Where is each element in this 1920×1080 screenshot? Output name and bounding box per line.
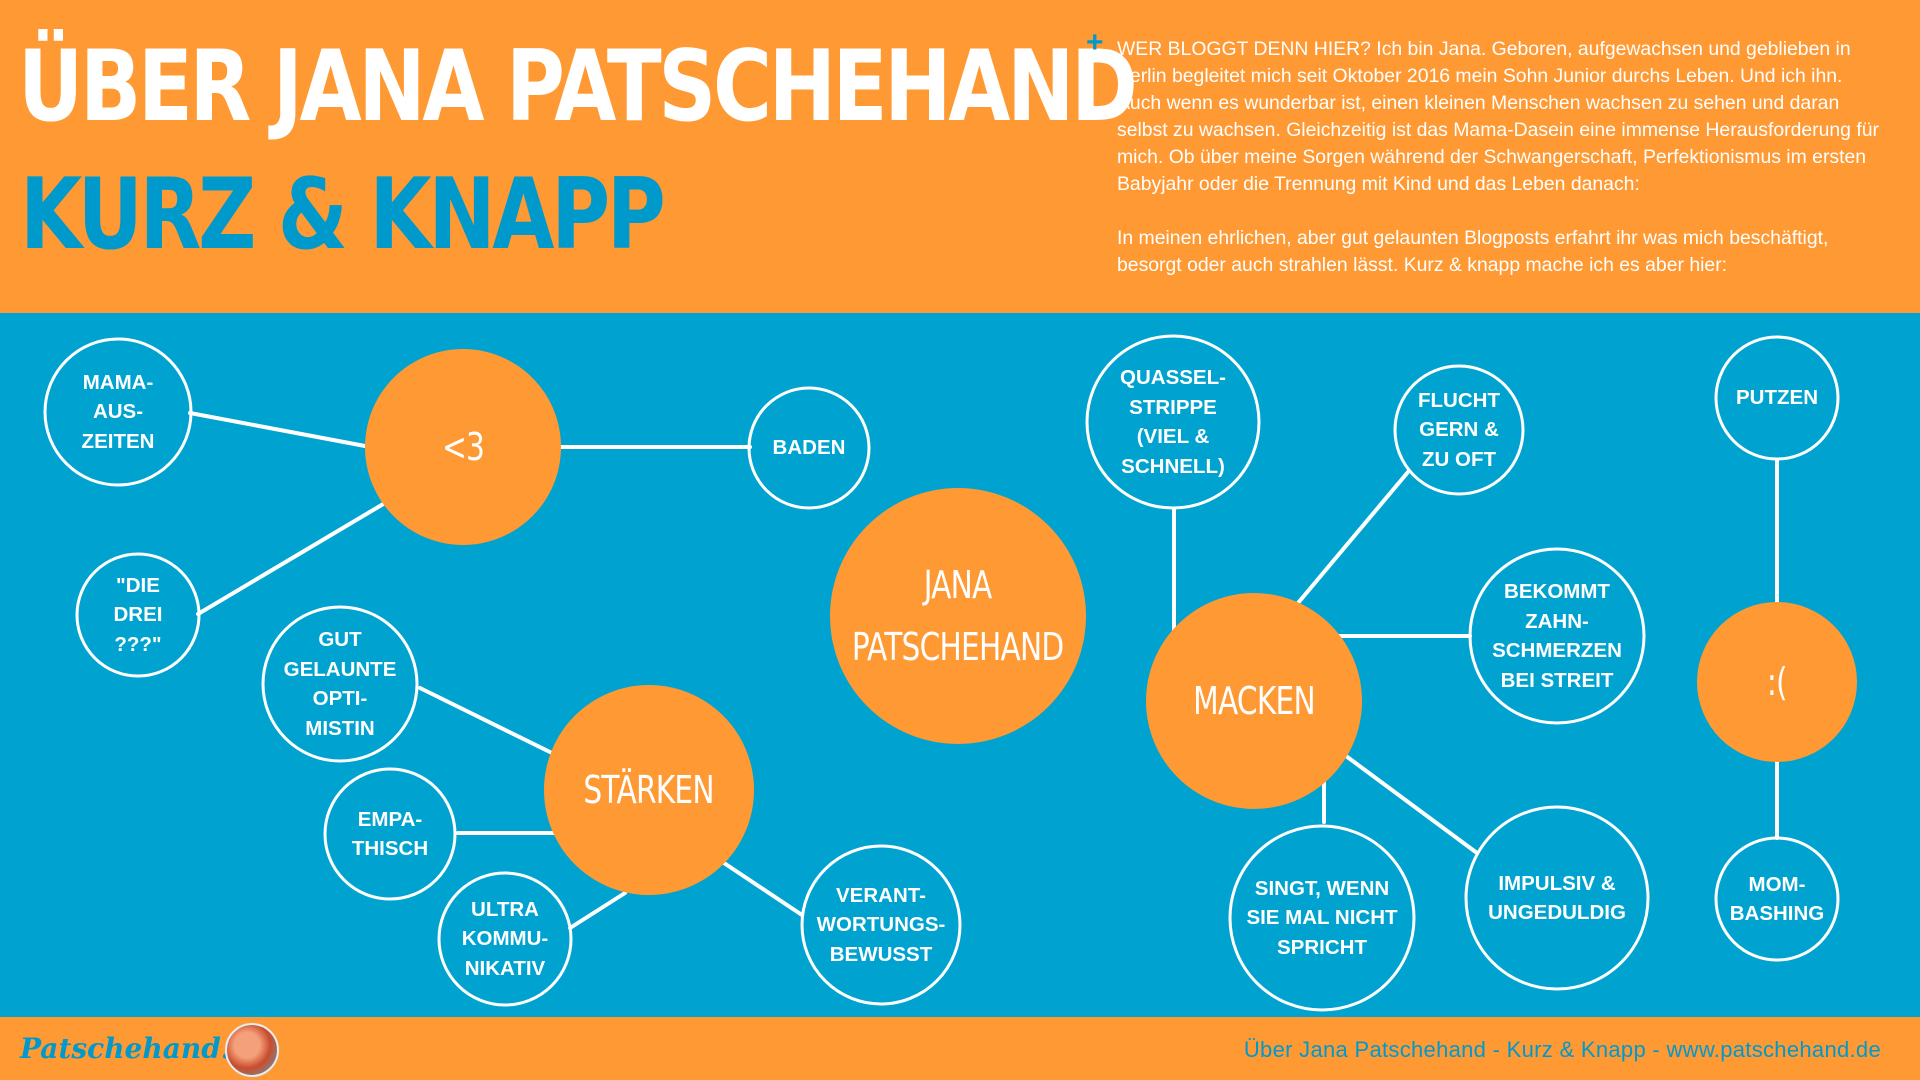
ring-verantwortung [800, 844, 962, 1006]
hub-dislikes-label: :( [1766, 660, 1788, 704]
edge-love-die-drei [196, 498, 392, 616]
intro-paragraph-1: WER BLOGGT DENN HIER? Ich bin Jana. Gebo… [1117, 38, 1879, 195]
node-mama-auszeiten: MAMA- AUS- ZEITEN [81, 370, 155, 453]
ring-empathisch [323, 767, 457, 901]
node-quasselstrippe: QUASSEL- STRIPPE (VIEL & SCHNELL) [1120, 366, 1226, 478]
footer-caption: Über Jana Patschehand - Kurz & Knapp - w… [1243, 1037, 1881, 1062]
ring-kommunikativ [437, 871, 573, 1007]
ring-impulsiv [1464, 805, 1650, 991]
node-die-drei: "DIE DREI ???" [113, 573, 163, 656]
ring-mombashing [1714, 836, 1840, 962]
node-baden: BADEN [772, 436, 846, 460]
node-impulsiv: IMPULSIV & UNGEDULDIG [1488, 871, 1626, 925]
hub-dislikes-circle [1697, 602, 1857, 762]
logo-hand-image [225, 1023, 279, 1077]
ring-flucht [1393, 364, 1525, 496]
hub-love-circle [365, 349, 561, 545]
edge-strengths-optimistin [418, 686, 556, 756]
page-title: ÜBER JANA PATSCHEHAND [18, 30, 1138, 144]
node-verantwortung: VERANT- WORTUNGS- BEWUSST [816, 883, 946, 966]
hub-strengths-circle [544, 685, 754, 895]
hub-center-circle [830, 488, 1086, 744]
edge-love-mama-auszeiten [188, 411, 367, 448]
hub-quirks-circle [1146, 593, 1362, 809]
footer-band [0, 1017, 1920, 1080]
header-band [0, 0, 1920, 313]
intro-text: WER BLOGGT DENN HIER? Ich bin Jana. Gebo… [1117, 36, 1887, 306]
node-kommunikativ: ULTRA KOMMU- NIKATIV [461, 897, 549, 980]
ring-zahnschmerzen [1468, 547, 1646, 725]
node-zahnschmerzen: BEKOMMT ZAHN- SCHMERZEN BEI STREIT [1492, 580, 1622, 692]
node-singt: SINGT, WENN SIE MAL NICHT SPRICHT [1246, 876, 1398, 959]
ring-singt [1228, 824, 1416, 1012]
node-flucht: FLUCHT GERN & ZU OFT [1418, 388, 1500, 471]
edge-strengths-verantwortung [722, 861, 804, 917]
ring-quasselstrippe [1085, 334, 1261, 510]
node-optimistin: GUT GELAUNTE OPTI- MISTIN [283, 628, 397, 740]
hub-center-label: JANA PATSCHEHAND [852, 563, 1064, 669]
hub-love-label: <3 [441, 425, 485, 469]
ring-baden [747, 386, 871, 510]
ring-mama-auszeiten [43, 337, 193, 487]
ring-die-drei [75, 552, 201, 678]
ring-putzen [1714, 335, 1840, 461]
edge-quirks-flucht [1296, 470, 1410, 605]
edge-strengths-kommunikativ [568, 891, 627, 930]
hub-strengths-label: STÄRKEN [583, 768, 715, 812]
page-subtitle: KURZ & KNAPP [20, 158, 666, 272]
intro-paragraph-2: In meinen ehrlichen, aber gut gelaunten … [1117, 227, 1829, 276]
node-empathisch: EMPA- THISCH [351, 807, 429, 861]
node-mombashing: MOM- BASHING [1729, 872, 1825, 926]
node-putzen: PUTZEN [1736, 386, 1818, 410]
edge-quirks-impulsiv [1344, 754, 1479, 855]
ring-optimistin [261, 605, 419, 763]
hub-quirks-label: MACKEN [1193, 679, 1315, 723]
plus-icon: + [1086, 26, 1104, 59]
